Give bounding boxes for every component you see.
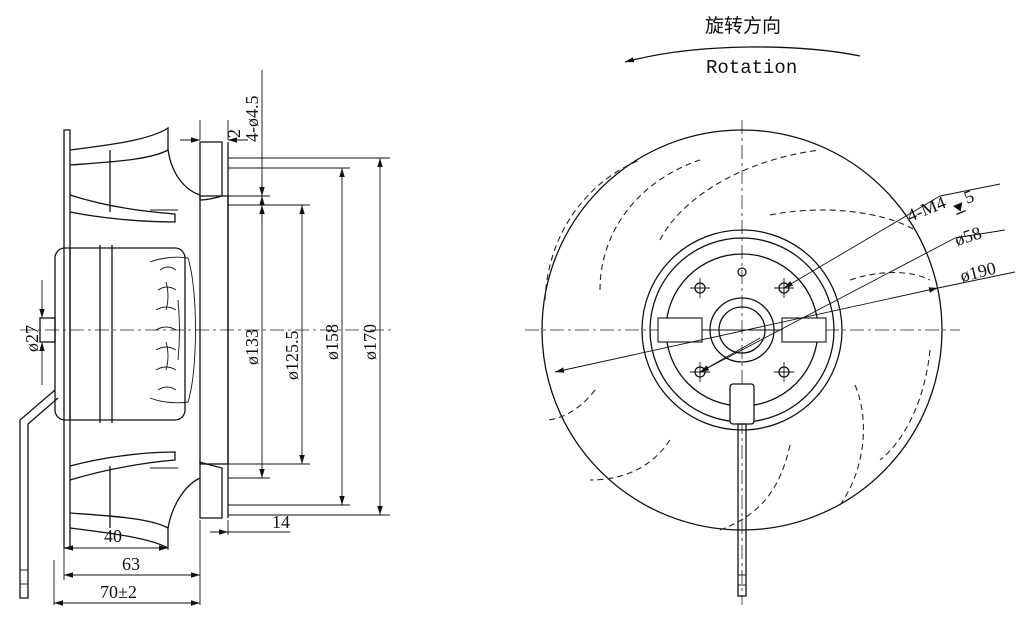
hub-slot-right (781, 317, 827, 343)
cable-lead (737, 423, 747, 597)
side-front-shroud (199, 141, 223, 201)
impeller-outer-circle (541, 129, 943, 531)
rotation-label-cn: 旋转方向 (705, 15, 781, 37)
dim-158-label: ø158 (322, 324, 342, 360)
dim-125-5-label: ø125.5 (282, 331, 302, 381)
side-bottom-blades (69, 451, 201, 550)
rotation-label-en: Rotation (706, 57, 797, 79)
rotation-indicator: 旋转方向 Rotation (624, 15, 861, 79)
d190-label: ø190 (958, 258, 998, 286)
dim-70-label: 70±2 (100, 582, 137, 602)
side-motor-vents (149, 256, 196, 404)
side-back-plate (63, 129, 71, 549)
dim-40-label: 40 (104, 526, 122, 546)
side-top-blades (69, 126, 201, 223)
side-view: ø133 ø125.5 ø158 ø170 4-ø4.5 2 ø27 40 63… (19, 70, 395, 606)
dim-14-label: 14 (272, 512, 290, 532)
leader-d58 (699, 237, 956, 373)
leader-d190 (554, 287, 939, 373)
thread-label: 4-M4 (904, 192, 949, 226)
leader-thread (783, 195, 941, 289)
hub-slot-left (657, 317, 703, 343)
impeller-blades (544, 149, 931, 531)
thread-depth-symbol (953, 202, 966, 215)
cable-gland (729, 383, 755, 425)
dim-170-label: ø170 (360, 324, 380, 360)
front-view: 4-M4 5 ø58 ø190 (525, 120, 1016, 605)
dim-shaft-label: ø27 (22, 325, 42, 352)
leader-d58-b (699, 337, 761, 373)
dim-mount-hole-label: 4-ø4.5 (242, 96, 262, 143)
side-shaft (39, 317, 56, 343)
side-cable (19, 389, 59, 599)
dim-63-label: 63 (122, 554, 140, 574)
dim-133-label: ø133 (242, 329, 262, 365)
side-motor-body (54, 247, 186, 421)
dim-flange-thickness-label: 2 (224, 129, 244, 138)
rotation-arrow (624, 46, 861, 63)
d58-label: ø58 (952, 222, 984, 249)
